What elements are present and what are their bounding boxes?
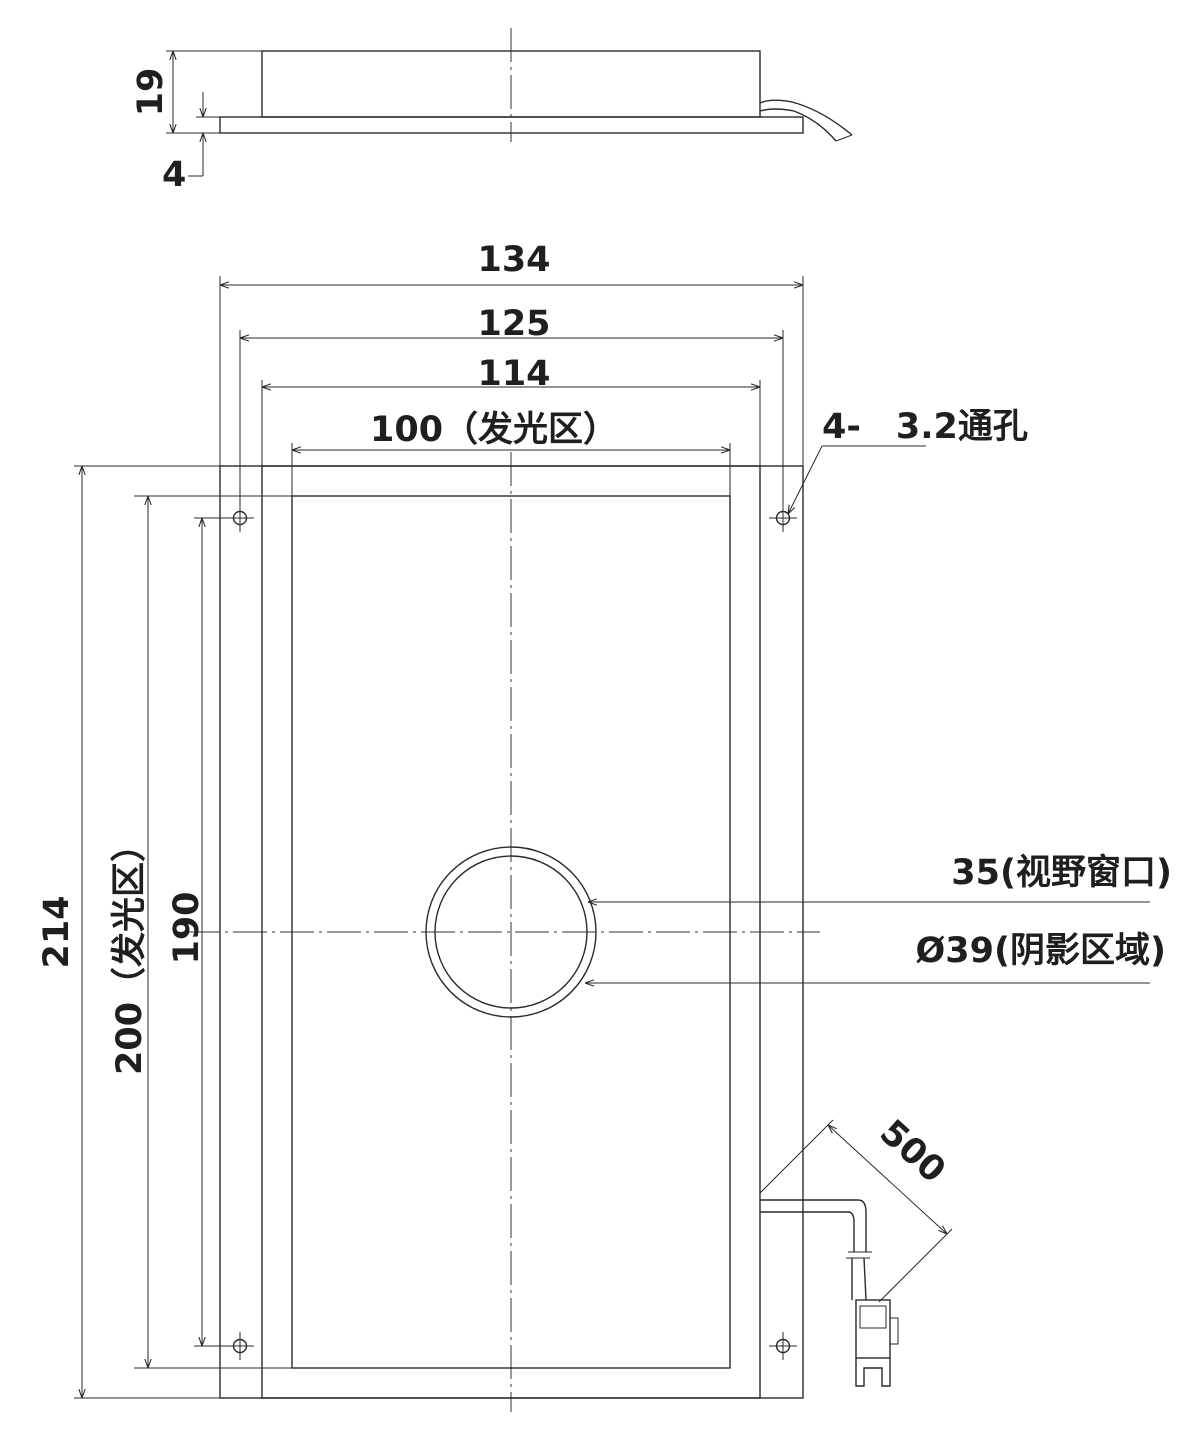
dim-width-outer-label: 134 xyxy=(477,240,550,280)
mounting-hole xyxy=(769,1332,797,1360)
dim-emit-width-label: 100（发光区） xyxy=(370,410,618,450)
housing-outline xyxy=(261,465,761,1399)
top-view: 134 125 114 100（发光区） 214 200（发光区） 190 xyxy=(37,240,1172,1412)
connector-icon xyxy=(855,1299,899,1387)
shadow-label: Ø39(阴影区域) xyxy=(916,931,1166,971)
shadow-area-circle xyxy=(425,846,597,1018)
dim-width-inner-label: 114 xyxy=(477,354,550,394)
view-window-circle xyxy=(434,855,588,1009)
dim-base-label: 4 xyxy=(162,155,186,195)
dim-line-cable-length xyxy=(828,1125,947,1234)
width-dimensions: 134 125 114 100（发光区） xyxy=(219,240,804,512)
side-view-cable xyxy=(759,99,853,142)
cable xyxy=(760,1199,867,1301)
cable-length-label: 500 xyxy=(872,1113,953,1192)
dim-height-outer-label: 214 xyxy=(37,895,77,968)
window-label: 35(视野窗口) xyxy=(951,853,1172,893)
side-view-base-plate xyxy=(219,116,804,134)
side-view: 19 4 xyxy=(131,28,853,195)
hole-callout-label: 4- 3.2通孔 xyxy=(822,407,1028,447)
dim-hole-pitch-y-label: 190 xyxy=(167,891,207,964)
dim-height-label: 19 xyxy=(131,68,171,117)
window-callouts: 35(视野窗口) Ø39(阴影区域) xyxy=(585,853,1172,983)
height-dimensions: 214 200（发光区） 190 xyxy=(37,465,292,1399)
hole-callout: 4- 3.2通孔 xyxy=(788,407,1028,514)
dim-emit-height-label: 200（发光区） xyxy=(110,827,150,1075)
dim-hole-pitch-x-label: 125 xyxy=(477,304,550,344)
emitting-area-outline xyxy=(291,495,731,1369)
